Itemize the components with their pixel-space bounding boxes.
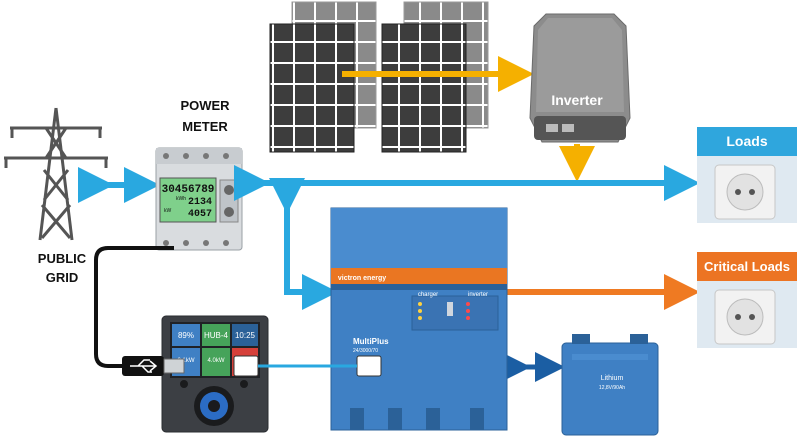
pylon-icon [4,107,108,241]
usb-connector-icon [122,356,185,376]
inverter-unit [529,13,631,143]
gx-tile-6: 1.4kW [236,358,253,364]
gx-tile-soc: 89% [178,331,194,340]
usb-cable [94,246,174,368]
meter-unit-kwh: kWh [176,196,186,202]
multiplus-label: MultiPlus [353,337,389,346]
power-meter: 30456789 kWh 2134 kW 4057 [155,147,243,251]
gx-tile-5: 4.0kW [207,358,224,364]
meter-reading-3: 4057 [188,209,212,220]
battery-label: Lithium [601,375,624,382]
inverter-panel-label: inverter [468,292,488,298]
gx-tile-4: 2.1kW [177,358,194,364]
public-grid-label-line2: GRID [46,270,79,285]
loads-title: Loads [726,133,767,149]
multiplus-model: 24/3000/70 [353,348,378,354]
solar-panels-front-right [381,23,467,153]
gx-tile-mode: HUB-4 [204,331,229,340]
multiplus-unit [330,207,508,431]
battery-spec: 12,8V/90Ah [599,385,625,391]
meter-unit-kw: kW [164,208,172,214]
power-meter-label-line1: POWER [180,98,230,113]
bus-multiplus-arrow [269,178,338,310]
gx-tile-time: 10:25 [235,331,256,340]
multiplus-brand: victron energy [338,275,386,282]
critical-loads-panel [697,252,797,348]
gx-control-unit [161,315,269,433]
solar-panels-front-left [269,23,355,153]
loads-panel [697,127,797,223]
inverter-label: Inverter [551,92,603,108]
power-meter-label-line2: METER [182,119,228,134]
meter-reading-2: 2134 [188,197,212,208]
lithium-battery [561,334,659,436]
critical-loads-title: Critical Loads [704,259,790,274]
meter-reading-1: 30456789 [162,184,215,196]
public-grid-label-line1: PUBLIC [38,251,87,266]
charger-label: charger [418,292,438,298]
